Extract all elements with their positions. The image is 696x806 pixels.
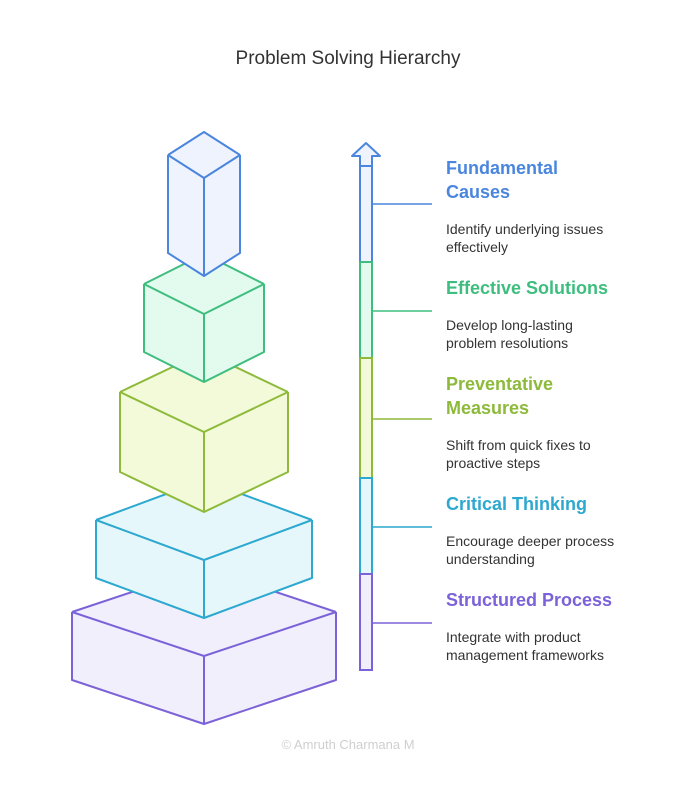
axis-arrow-up-icon xyxy=(351,142,381,167)
axis-segment-3 xyxy=(359,477,373,575)
hierarchy-axis xyxy=(351,142,432,671)
level-description: Develop long-lasting problem resolutions xyxy=(446,317,573,351)
axis-segment-1 xyxy=(359,261,373,359)
level-title: Fundamental Causes xyxy=(446,158,559,202)
level-description: Integrate with product management framew… xyxy=(446,629,604,663)
level-title: Effective Solutions xyxy=(446,278,609,298)
axis-segment-0 xyxy=(359,165,373,263)
block-2 xyxy=(119,351,289,513)
block-3 xyxy=(95,479,313,619)
level-critical-thinking: Critical Thinking Encourage deeper proce… xyxy=(446,492,686,568)
axis-segment-2 xyxy=(359,357,373,479)
level-title: Critical Thinking xyxy=(446,494,588,514)
block-body xyxy=(72,568,336,724)
level-preventative-measures: Preventative Measures Shift from quick f… xyxy=(446,372,686,472)
copyright-footer: © Amruth Charmana M xyxy=(281,737,415,752)
block-0 xyxy=(167,131,241,277)
diagram-title: Problem Solving Hierarchy xyxy=(235,48,461,69)
level-description: Identify underlying issues effectively xyxy=(446,221,604,255)
level-fundamental-causes: Fundamental Causes Identify underlying i… xyxy=(446,156,686,256)
block-body xyxy=(96,480,312,618)
level-structured-process: Structured Process Integrate with produc… xyxy=(446,588,686,664)
stacked-blocks xyxy=(71,131,337,725)
axis-segment-4 xyxy=(359,573,373,671)
level-description: Encourage deeper process understanding xyxy=(446,533,615,567)
level-description: Shift from quick fixes to proactive step… xyxy=(446,437,591,471)
block-top-back-edge xyxy=(167,131,241,156)
level-title: Structured Process xyxy=(446,590,613,610)
level-effective-solutions: Effective Solutions Develop long-lasting… xyxy=(446,276,686,352)
level-title: Preventative Measures xyxy=(446,374,554,418)
